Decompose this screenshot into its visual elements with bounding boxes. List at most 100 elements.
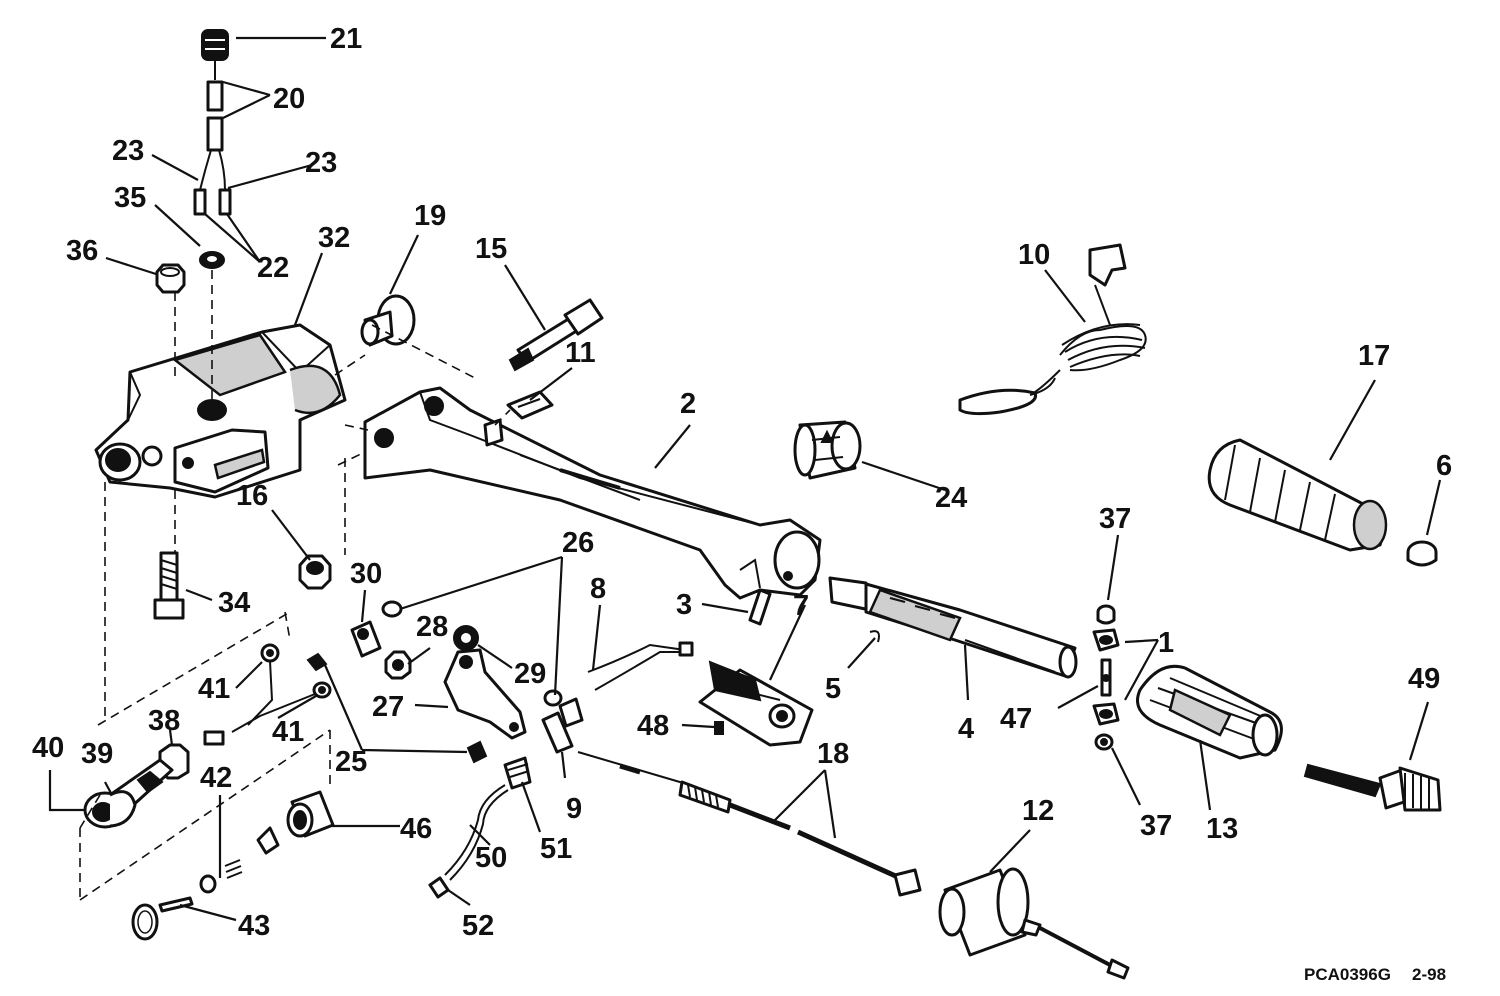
part-3-pin	[748, 588, 772, 626]
part-24-sleeve	[793, 420, 862, 480]
part-28-nut	[384, 650, 412, 680]
leader-lines	[48, 36, 1442, 922]
part-2-tiller-arm	[363, 386, 822, 600]
part-6-cap	[1406, 540, 1438, 567]
label-23-right: 23	[305, 147, 337, 179]
part-4-throttle-shaft	[828, 576, 1078, 679]
part-23-wires	[199, 149, 226, 191]
label-6: 6	[1436, 450, 1452, 482]
part-43-screw	[131, 896, 194, 941]
label-8: 8	[590, 573, 606, 605]
part-37-top-bushing	[1096, 604, 1116, 625]
label-10: 10	[1018, 239, 1050, 271]
label-23-left: 23	[112, 135, 144, 167]
part-22-terminals	[193, 188, 232, 216]
label-20: 20	[273, 83, 305, 115]
label-30: 30	[350, 558, 382, 590]
part-8-wires	[587, 641, 694, 691]
part-51-fitting	[503, 756, 532, 790]
part-5-clip	[869, 630, 880, 643]
part-18-cable	[577, 751, 922, 897]
part-29-ratchet	[453, 625, 479, 651]
label-1: 1	[1158, 627, 1174, 659]
label-42: 42	[200, 762, 232, 794]
part-46-bushing	[286, 790, 335, 838]
label-47: 47	[1000, 703, 1032, 735]
label-38: 38	[148, 705, 180, 737]
part-13-throttle-housing	[1136, 664, 1283, 760]
part-26-washers	[381, 600, 563, 707]
part-47-pin	[1100, 658, 1112, 697]
label-5: 5	[825, 673, 841, 705]
label-48: 48	[637, 710, 669, 742]
part-7-switch-plate	[698, 660, 814, 747]
label-21: 21	[330, 23, 362, 55]
label-18: 18	[817, 738, 849, 770]
part-16-nut	[298, 554, 332, 590]
label-13: 13	[1206, 813, 1238, 845]
part-27-link	[443, 648, 527, 740]
label-22: 22	[257, 252, 289, 284]
part-19-bushing	[360, 294, 416, 347]
label-9: 9	[566, 793, 582, 825]
part-35-washer	[199, 251, 225, 269]
label-3: 3	[676, 589, 692, 621]
part-11-clip	[506, 390, 554, 420]
part-41-wires	[203, 643, 332, 746]
part-37-bottom-bushing	[1094, 733, 1114, 751]
label-28: 28	[416, 611, 448, 643]
label-19: 19	[414, 200, 446, 232]
label-36: 36	[66, 235, 98, 267]
label-4: 4	[958, 713, 974, 745]
label-40: 40	[32, 732, 64, 764]
part-17-grip	[1207, 438, 1388, 552]
label-46: 46	[400, 813, 432, 845]
label-51: 51	[540, 833, 572, 865]
part-15-bolt	[508, 298, 604, 372]
part-10-lanyard	[958, 243, 1147, 416]
label-50: 50	[475, 842, 507, 874]
label-41-top: 41	[198, 673, 230, 705]
part-21-grommet	[201, 29, 229, 80]
part-20-wire-sleeves	[206, 80, 224, 152]
part-36-nut	[155, 263, 186, 294]
label-29: 29	[514, 658, 546, 690]
part-34-bolt	[153, 551, 185, 620]
label-52: 52	[462, 910, 494, 942]
label-35: 35	[114, 182, 146, 214]
label-43: 43	[238, 910, 270, 942]
label-7: 7	[793, 590, 809, 622]
part-52-tip	[428, 876, 450, 899]
part-49-choke	[1303, 763, 1442, 812]
label-17: 17	[1358, 340, 1390, 372]
drawing-code: PCA0396G	[1304, 965, 1391, 984]
part-12-end-fitting	[938, 867, 1130, 980]
label-24: 24	[935, 482, 967, 514]
label-15: 15	[475, 233, 507, 265]
part-9-fitting	[541, 697, 584, 754]
part-50-cable	[444, 784, 509, 881]
part-48-screw	[714, 721, 724, 735]
part-25-screws	[306, 652, 488, 764]
label-27: 27	[372, 691, 404, 723]
label-39: 39	[81, 738, 113, 770]
part-30-clamp	[350, 620, 382, 658]
label-2: 2	[680, 388, 696, 420]
label-32: 32	[318, 222, 350, 254]
label-12: 12	[1022, 795, 1054, 827]
assembly-lines	[79, 270, 511, 901]
label-26: 26	[562, 527, 594, 559]
label-34: 34	[218, 587, 250, 619]
label-37-top: 37	[1099, 503, 1131, 535]
label-11: 11	[565, 337, 596, 369]
drawing-date: 2-98	[1412, 965, 1446, 984]
callout-labels: 21 20 23 23 35 22 36 32 19 15 11 10 2 17…	[32, 23, 1452, 984]
label-16: 16	[236, 480, 268, 512]
label-41-bottom: 41	[272, 716, 304, 748]
part-32-bracket-housing	[94, 323, 347, 499]
label-49: 49	[1408, 663, 1440, 695]
label-25: 25	[335, 746, 367, 778]
label-37-bottom: 37	[1140, 810, 1172, 842]
part-1-blocks	[1092, 628, 1120, 726]
